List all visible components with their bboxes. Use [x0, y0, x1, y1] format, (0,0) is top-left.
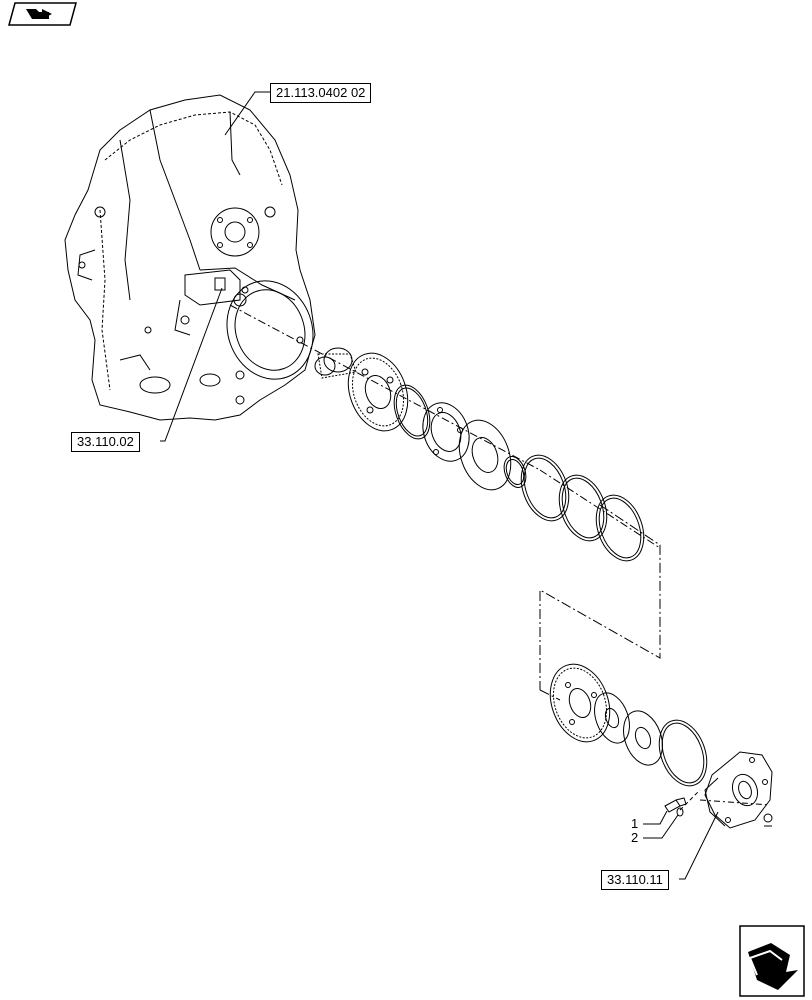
transmission-housing — [64, 94, 316, 421]
leader-21-113 — [224, 91, 270, 136]
callout-number-1: 1 — [631, 816, 639, 831]
callout-number-2: 2 — [631, 830, 639, 845]
plug-item-1 — [664, 797, 687, 813]
gear-plate — [549, 663, 611, 743]
reference-box-valve-block[interactable]: 33.110.02 — [71, 432, 140, 452]
washer-item-2 — [676, 807, 684, 817]
rear-cover — [704, 751, 773, 829]
spline-shaft — [314, 347, 357, 379]
cover-axis-line — [699, 799, 771, 806]
reference-box-housing[interactable]: 21.113.0402 02 — [270, 83, 372, 103]
leader-33-110-02 — [160, 287, 223, 442]
drain-axis-line — [679, 789, 701, 811]
gear-carrier — [347, 352, 409, 432]
leader-33-110-11 — [679, 811, 719, 880]
snap-ring-4 — [595, 494, 645, 562]
snap-ring-1 — [393, 384, 431, 440]
leader-item-1 — [643, 810, 668, 825]
offset-bracket-line — [539, 504, 661, 701]
leader-item-2 — [643, 814, 679, 839]
friction-disc-1 — [458, 419, 512, 491]
snap-ring-5 — [658, 719, 708, 787]
reference-box-rear-cover[interactable]: 33.110.11 — [601, 870, 669, 890]
assembly-axis-line — [229, 304, 661, 549]
friction-disc-2 — [594, 692, 630, 744]
book-arrow-icon[interactable] — [8, 2, 77, 26]
o-ring-small — [503, 456, 527, 488]
snap-ring-3 — [558, 474, 608, 542]
snap-ring-2 — [520, 454, 570, 522]
friction-disc-3 — [623, 710, 663, 766]
next-page-arrow-icon[interactable] — [739, 925, 805, 997]
